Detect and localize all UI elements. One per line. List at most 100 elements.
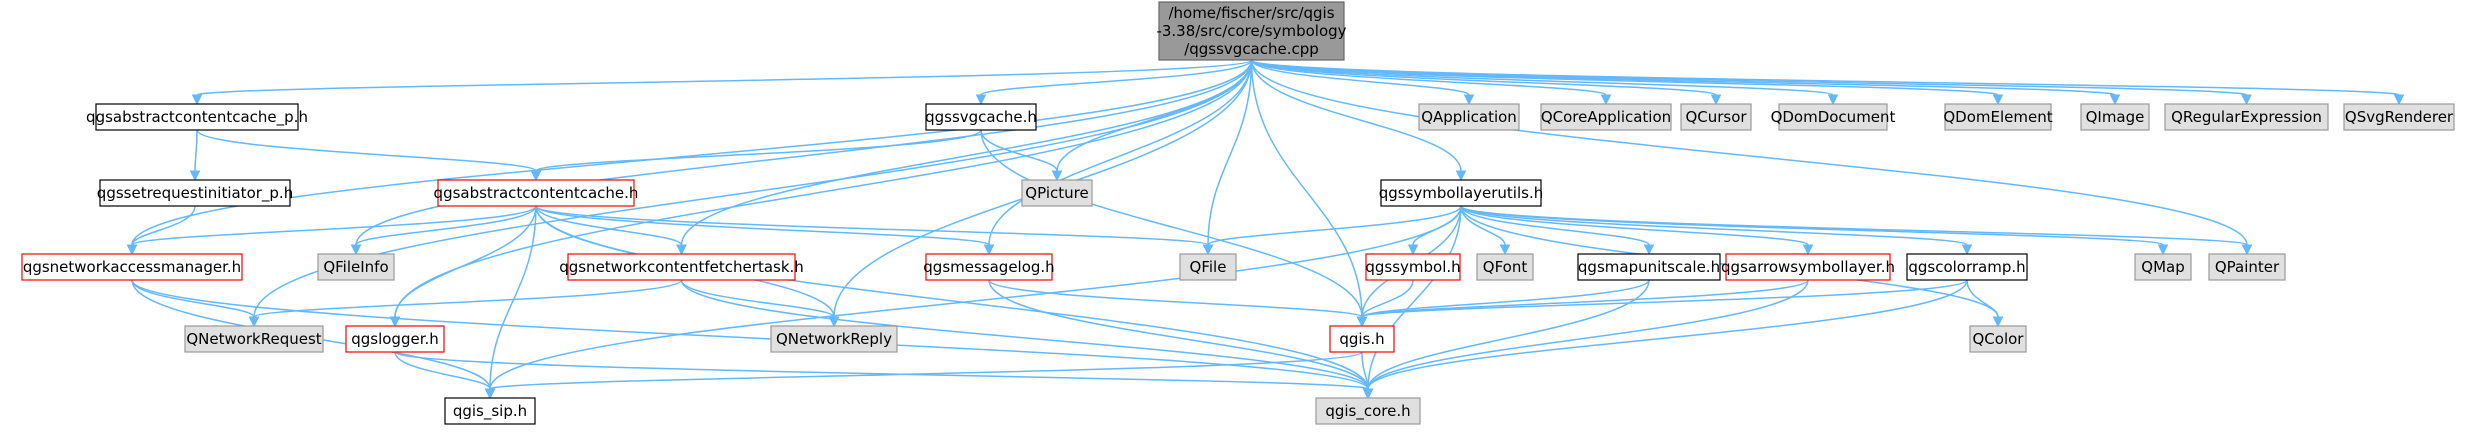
node-qfileinfo[interactable]: QFileInfo: [317, 253, 395, 281]
edge-svgcache_h-to-qpicture: [980, 129, 1063, 182]
node-box: [1725, 253, 1891, 281]
node-qdomdocument[interactable]: QDomDocument: [1771, 103, 1896, 131]
node-label: qgssymbollayerutils.h: [1379, 184, 1543, 202]
edge-root-to-qnetreq: [248, 59, 1253, 328]
node-box: [2208, 253, 2286, 281]
node-box: [1944, 103, 2052, 131]
node-label: QColor: [1973, 330, 2025, 348]
node-label: QFile: [1190, 258, 1227, 276]
node-box: [21, 253, 243, 281]
node-box: [1315, 397, 1421, 425]
node-label: /home/fischer/src/qgis: [1168, 4, 1334, 22]
node-abscache_p[interactable]: qgsabstractcontentcache_p.h: [86, 103, 308, 131]
node-label: qgsmessagelog.h: [923, 258, 1054, 276]
edge-arrowsym-to-qgis_core: [1362, 279, 1809, 400]
node-label: qgis_core.h: [1325, 402, 1410, 421]
node-qnetreply[interactable]: QNetworkReply: [770, 325, 898, 353]
edge-root-to-qpainter: [1250, 59, 2253, 256]
node-qregexp[interactable]: QRegularExpression: [2164, 103, 2329, 131]
node-box: [2134, 253, 2192, 281]
node-label: QDomDocument: [1771, 108, 1896, 126]
node-qcoreapp[interactable]: QCoreApplication: [1540, 103, 1672, 131]
edge-abscache_h-to-qfileinfo: [350, 205, 537, 256]
node-box: [567, 253, 796, 281]
node-setreqinit[interactable]: qgssetrequestinitiator_p.h: [97, 179, 293, 207]
edge-root-to-qcoreapp: [1250, 59, 1612, 106]
node-qnetreq[interactable]: QNetworkRequest: [184, 325, 324, 353]
node-arrowsym[interactable]: qgsarrowsymbollayer.h: [1721, 253, 1895, 281]
node-qimage[interactable]: QImage: [2080, 103, 2150, 131]
edge-symlayerutils-to-mapunitscale: [1460, 205, 1655, 256]
node-box: [345, 325, 445, 353]
node-label: qgssvgcache.h: [925, 108, 1037, 126]
node-qgis_core[interactable]: qgis_core.h: [1315, 397, 1421, 425]
edge-root-to-qsvgrenderer: [1250, 59, 2405, 106]
edges-layer: [126, 59, 2405, 400]
node-box: [1021, 179, 1093, 207]
edge-abscache_p-to-abscache_h: [196, 129, 542, 182]
node-qfile[interactable]: QFile: [1179, 253, 1237, 281]
edge-qgis_h-to-qgis_core: [1361, 351, 1374, 400]
node-label: qgsnetworkcontentfetchertask.h: [559, 258, 804, 276]
node-label: QFont: [1483, 258, 1528, 276]
node-qdomelement[interactable]: QDomElement: [1943, 103, 2053, 131]
node-msglog[interactable]: qgsmessagelog.h: [923, 253, 1055, 281]
edge-abscache_h-to-msglog: [535, 205, 995, 256]
node-label: QNetworkReply: [776, 330, 892, 348]
node-label: QCursor: [1685, 108, 1747, 126]
node-box: [1179, 253, 1237, 281]
node-box: [1329, 325, 1395, 353]
node-logger[interactable]: qgslogger.h: [345, 325, 445, 353]
node-netaccess[interactable]: qgsnetworkaccessmanager.h: [21, 253, 243, 281]
edge-root-to-qgis_h: [1250, 59, 1368, 328]
node-box: [99, 179, 291, 207]
node-symlayerutils[interactable]: qgssymbollayerutils.h: [1379, 179, 1543, 207]
node-qcursor[interactable]: QCursor: [1680, 103, 1752, 131]
node-colorramp[interactable]: qgscolorramp.h: [1906, 253, 2028, 281]
node-box: [1380, 179, 1542, 207]
node-mapunitscale[interactable]: qgsmapunitscale.h: [1577, 253, 1721, 281]
edge-root-to-qdomdocument: [1250, 59, 1839, 106]
node-qapplication[interactable]: QApplication: [1418, 103, 1520, 131]
node-root[interactable]: /home/fischer/src/qgis-3.38/src/core/sym…: [1156, 1, 1347, 61]
edge-abscache_h-to-netaccess: [126, 205, 537, 256]
node-abscache_h[interactable]: qgsabstractcontentcache.h: [434, 179, 639, 207]
node-symbol_h[interactable]: qgssymbol.h: [1365, 253, 1461, 281]
node-qgis_h[interactable]: qgis.h: [1329, 325, 1395, 353]
node-label: QPicture: [1025, 184, 1088, 202]
node-label: QFileInfo: [323, 258, 388, 276]
edge-abscache_p-to-setreqinit: [189, 129, 201, 182]
node-label: qgis_sip.h: [453, 402, 527, 421]
node-box: [1418, 103, 1520, 131]
node-qmap[interactable]: QMap: [2134, 253, 2192, 281]
node-qcolor[interactable]: QColor: [1969, 325, 2027, 353]
node-label: QRegularExpression: [2171, 108, 2322, 126]
edge-netfetch-to-qnetreply: [680, 279, 840, 328]
node-svgcache_h[interactable]: qgssvgcache.h: [925, 103, 1037, 131]
node-label: qgsmapunitscale.h: [1578, 258, 1720, 276]
node-netfetch[interactable]: qgsnetworkcontentfetchertask.h: [559, 253, 804, 281]
edge-abscache_h-to-logger: [389, 205, 537, 328]
edge-symlayerutils-to-qpainter: [1460, 205, 2253, 256]
node-label: qgssymbol.h: [1365, 258, 1460, 276]
node-qpainter[interactable]: QPainter: [2208, 253, 2286, 281]
edge-root-to-qapplication: [1250, 59, 1475, 106]
node-label: qgsabstractcontentcache_p.h: [86, 108, 308, 127]
node-qsvgrenderer[interactable]: QSvgRenderer: [2343, 103, 2455, 131]
node-label: QCoreApplication: [1541, 108, 1671, 126]
node-label: QNetworkRequest: [186, 330, 321, 348]
node-box: [2164, 103, 2329, 131]
edge-svgcache_h-to-abscache_h: [530, 129, 982, 182]
node-qpicture[interactable]: QPicture: [1021, 179, 1093, 207]
node-qgis_sip[interactable]: qgis_sip.h: [444, 397, 536, 425]
node-box: [925, 253, 1053, 281]
edge-arrowsym-to-qgis_h: [1356, 279, 1809, 328]
node-label: QImage: [2086, 108, 2145, 126]
edge-abscache_h-to-netfetch: [535, 205, 687, 256]
node-qfont[interactable]: QFont: [1476, 253, 1534, 281]
node-label: /qgssvgcache.cpp: [1184, 40, 1319, 58]
node-box: [437, 179, 635, 207]
node-box: [184, 325, 324, 353]
node-label: qgsnetworkaccessmanager.h: [23, 258, 241, 276]
